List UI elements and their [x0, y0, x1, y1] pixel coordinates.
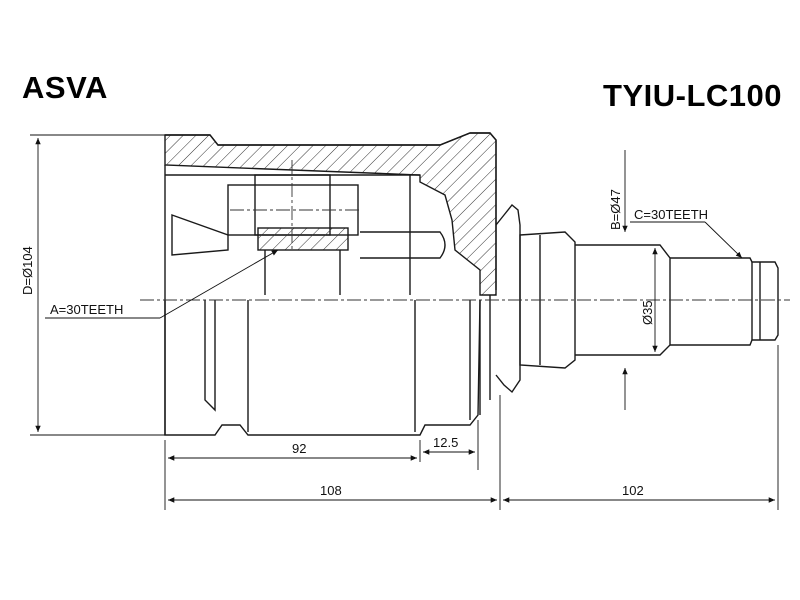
dimension-lines — [30, 134, 779, 510]
dim-12-5-label: 12.5 — [433, 435, 458, 450]
dim-92-label: 92 — [292, 441, 306, 456]
joint-housing — [164, 132, 779, 436]
brand-logo: ASVA — [22, 70, 108, 105]
dim-108-label: 108 — [320, 483, 342, 498]
dim-102-label: 102 — [622, 483, 644, 498]
part-number: TYIU-LC100 — [603, 78, 782, 113]
dim-b47-label: B=Ø47 — [608, 189, 623, 230]
dim-d35-label: Ø35 — [640, 300, 655, 325]
dim-a-teeth-label: A=30TEETH — [50, 302, 123, 317]
dim-c-teeth-label: C=30TEETH — [634, 207, 708, 222]
dim-d104-label: D=Ø104 — [20, 246, 35, 295]
center-lines — [140, 160, 790, 301]
